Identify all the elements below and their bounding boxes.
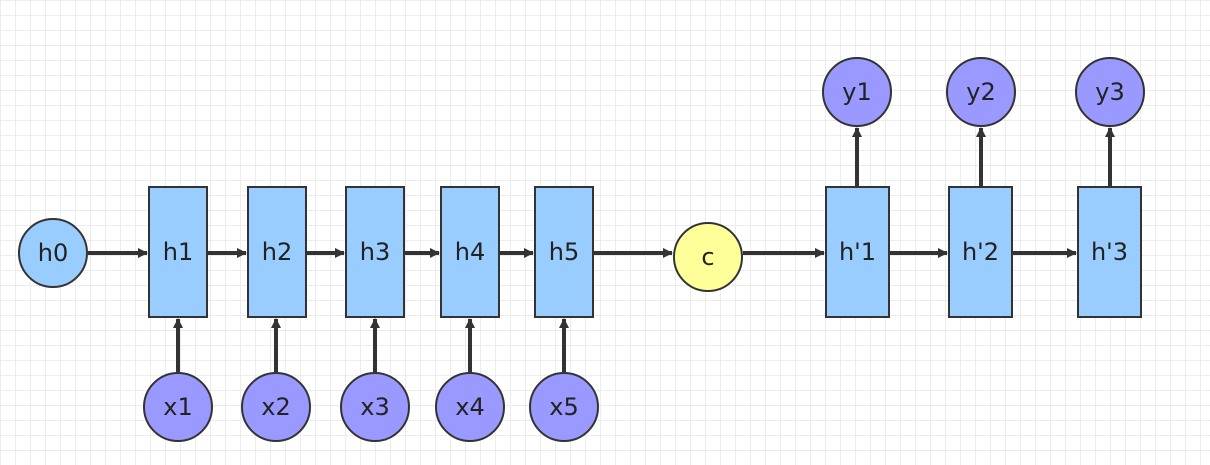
node-dec-h3: h'3 [1077, 186, 1142, 318]
node-x1-label: x1 [163, 393, 192, 421]
node-y2-shape [946, 57, 1016, 127]
node-x4-label: x4 [455, 393, 484, 421]
node-h4-shape [440, 186, 500, 318]
node-y2-label: y2 [966, 78, 995, 106]
node-h1-label: h1 [163, 238, 193, 266]
node-x1: x1 [143, 372, 213, 442]
node-x2-label: x2 [261, 393, 290, 421]
node-x5-label: x5 [549, 393, 578, 421]
node-y1-label: y1 [842, 78, 871, 106]
node-h5-shape [534, 186, 594, 318]
node-h0-shape [18, 218, 88, 288]
node-h1: h1 [148, 186, 208, 318]
node-h3: h3 [345, 186, 405, 318]
node-dec-h1-shape [825, 186, 890, 318]
node-y3-label: y3 [1095, 78, 1124, 106]
node-h0-label: h0 [38, 239, 68, 267]
node-c-shape [673, 222, 743, 292]
node-h2-shape [247, 186, 307, 318]
node-x4-shape [435, 372, 505, 442]
node-dec-h1-label: h'1 [839, 238, 876, 266]
node-x2: x2 [241, 372, 311, 442]
node-h5: h5 [534, 186, 594, 318]
node-y3-shape [1075, 57, 1145, 127]
node-h2: h2 [247, 186, 307, 318]
node-h3-label: h3 [360, 238, 390, 266]
node-dec-h2-label: h'2 [962, 238, 999, 266]
node-y2: y2 [946, 57, 1016, 127]
node-c: c [673, 222, 743, 292]
node-dec-h1: h'1 [825, 186, 890, 318]
node-x2-shape [241, 372, 311, 442]
node-dec-h3-label: h'3 [1091, 238, 1128, 266]
node-x3-shape [340, 372, 410, 442]
node-x5: x5 [529, 372, 599, 442]
node-x5-shape [529, 372, 599, 442]
node-h5-label: h5 [549, 238, 579, 266]
node-y1-shape [822, 57, 892, 127]
node-x1-shape [143, 372, 213, 442]
node-y1: y1 [822, 57, 892, 127]
node-h0: h0 [18, 218, 88, 288]
node-dec-h2: h'2 [948, 186, 1013, 318]
node-h4: h4 [440, 186, 500, 318]
node-c-label: c [701, 243, 714, 271]
node-x3: x3 [340, 372, 410, 442]
node-y3: y3 [1075, 57, 1145, 127]
node-h1-shape [148, 186, 208, 318]
node-dec-h3-shape [1077, 186, 1142, 318]
node-h2-label: h2 [262, 238, 292, 266]
node-h4-label: h4 [455, 238, 485, 266]
node-x3-label: x3 [360, 393, 389, 421]
node-h3-shape [345, 186, 405, 318]
node-dec-h2-shape [948, 186, 1013, 318]
node-x4: x4 [435, 372, 505, 442]
